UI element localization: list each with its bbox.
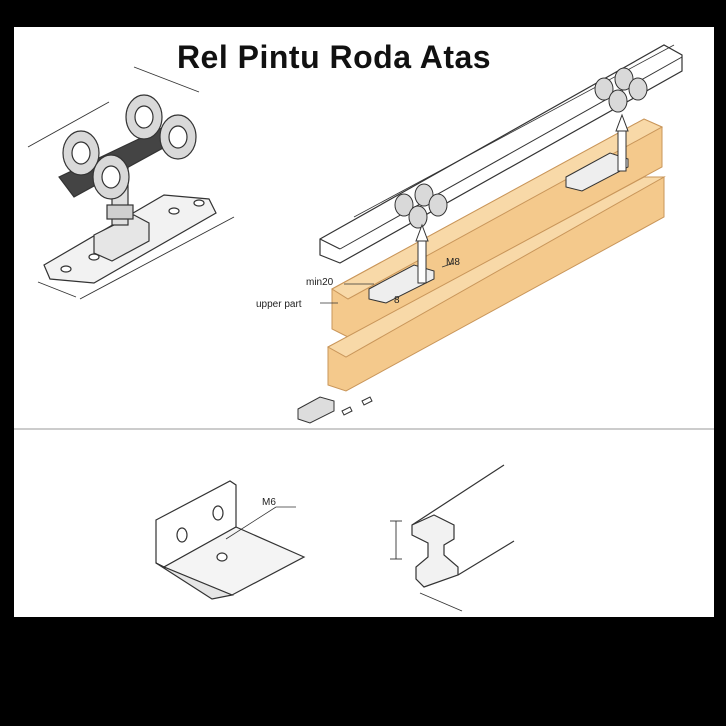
- bolt-arrow-left: [415, 223, 429, 284]
- rail-cross-section: [411, 514, 459, 588]
- label-min-gap: min20: [306, 277, 334, 288]
- rail-trolley-right: [594, 67, 648, 113]
- label-gap-value: 8: [394, 295, 400, 306]
- bracket-slot-1: [176, 527, 188, 543]
- bracket-slot-2: [212, 505, 224, 521]
- angle-bracket: [155, 480, 306, 600]
- bracket-hole: [216, 552, 228, 562]
- rail-trolley-left: [394, 183, 448, 229]
- label-upper-part: upper part: [256, 299, 302, 310]
- base-hole-1: [60, 265, 72, 273]
- trolley-nut: [106, 204, 134, 220]
- trolley-bracket: [93, 214, 150, 262]
- label-bracket-m6: M6: [262, 497, 276, 508]
- trolley-assembly: [27, 66, 235, 300]
- rail-and-door-assembly: M8 min20 8 upper part: [256, 44, 683, 424]
- base-hole-2: [88, 253, 100, 261]
- floor-guide: [297, 396, 373, 424]
- trolley-wheels: [62, 94, 197, 200]
- trolley-dimension-lines: [27, 66, 235, 300]
- diagram-title: Rel Pintu Roda Atas: [176, 39, 492, 75]
- door-bracket-right: [565, 152, 629, 192]
- diagram-sheet: Rel Pintu Roda Atas: [14, 27, 714, 617]
- rail-profile: [390, 464, 515, 612]
- m6-leader: [225, 506, 277, 540]
- bolt-arrow-right: [615, 113, 629, 172]
- label-bolt-m8: M8: [446, 257, 460, 268]
- diagram-drawing: M8 min20 8 upper part M6: [14, 44, 714, 612]
- base-hole-3: [168, 207, 180, 215]
- base-hole-4: [193, 199, 205, 207]
